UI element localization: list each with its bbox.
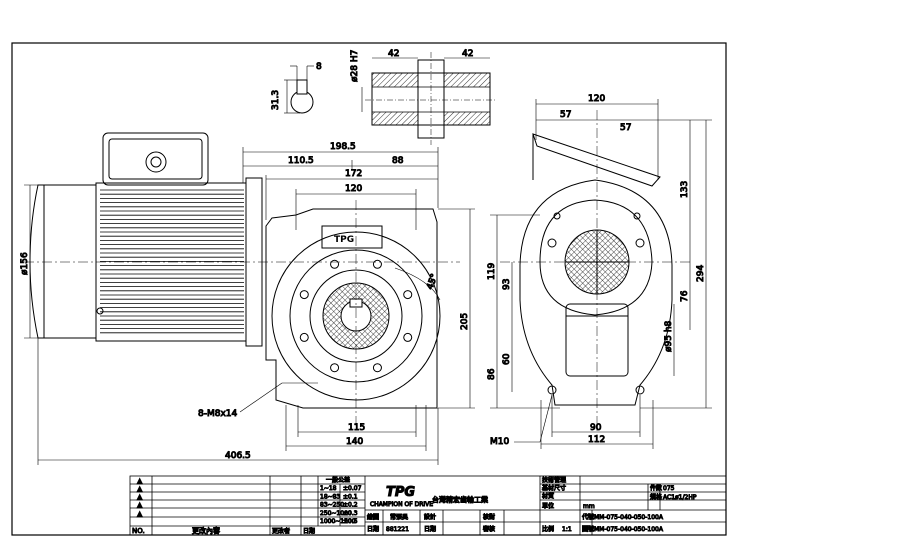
dim-140: 140 [346,437,363,447]
dim-156: ø156 [20,252,30,275]
tol-value: ±0.07 [343,485,362,492]
scale: 1:1 [562,526,572,533]
rev-symbol-1: ▲ [137,477,143,485]
material: 材質 [542,492,554,500]
dim-42-left: 42 [388,49,399,59]
row-date-label: 日期 [367,525,379,533]
spec-label: 規格 [650,493,662,501]
title-block [129,475,727,536]
dim-93: 93 [502,279,512,290]
rev-symbol-2: ▲ [137,485,143,493]
motor-fins [100,189,244,334]
dim-133: 133 [680,181,690,198]
row-date-val: 881221 [386,526,409,533]
flange-bolts [299,259,413,373]
tol-range: 1~18 [320,485,337,492]
tol-value: ±0.2 [343,502,358,509]
keyway-detail [284,65,314,114]
bolt-hole [299,290,309,300]
rev-col-content: 更改內容 [192,526,220,535]
gearbox-front: TPG [265,208,441,409]
bolt-hole [330,363,340,373]
dim-90: 90 [590,423,602,433]
row-designer-val: 常張吳 [390,513,408,521]
qty-label: 件數 [650,484,662,492]
svg-text:TPG: TPG [334,235,354,245]
code-label: 代號 [582,513,594,521]
dim-8-m8x14: 8-M8x14 [198,409,238,419]
rev-symbol-4: ▲ [137,501,143,509]
row-design: 設計 [424,513,436,521]
dim-198-5: 198.5 [330,142,356,152]
rev-symbol-3: ▲ [137,493,143,501]
dim-45deg: 45° [425,273,440,291]
dim-28h7: ø28 H7 [350,50,360,82]
tol-header: 一般公差 [326,476,350,484]
dim-57-right: 57 [620,123,631,133]
rev-col-no: NO. [132,527,145,535]
dimension-lines [24,99,712,465]
scale-label: 比例 [542,525,554,533]
dim-205: 205 [460,313,470,330]
dim-115: 115 [348,423,365,433]
bolt-hole [403,290,413,300]
tol-value: ±0.3 [343,510,358,517]
dim-112: 112 [588,435,605,445]
bolt-hole [403,332,413,342]
unit-label: 單位 [542,502,554,510]
dim-95h8: ø95 h8 [664,320,674,352]
tol-range: 1000~1500 [320,518,356,525]
bolt-hole [372,363,382,373]
dim-8: 8 [316,62,322,72]
center-lines [24,110,690,440]
dim-57-left: 57 [560,110,571,120]
spec: AC1ø1/2HP [663,494,697,501]
dim-406-5: 406.5 [225,451,251,461]
dim-42-right: 42 [462,49,473,59]
unit: mm [583,503,595,510]
material-size: 基材尺寸 [542,484,566,492]
row-designer: 繪圖 [367,513,379,521]
bolt-hole [299,332,309,342]
dim-86: 86 [487,368,497,380]
bolt-hole [372,259,382,269]
dim-294: 294 [696,265,706,282]
rev-col-signer: 更改者 [272,527,290,535]
drawing-mgmt: 技術管理 [542,476,566,484]
dim-119: 119 [487,263,497,280]
dim-110-5: 110.5 [288,156,314,166]
tol-value: ±0.5 [343,518,358,525]
drawing-no-label: 圖號 [582,525,594,533]
gearbox-side [519,133,673,406]
dim-60: 60 [502,353,512,365]
row-approve: 審核 [483,525,495,533]
hollow-shaft-section [361,52,496,145]
dim-m10: M10 [490,437,509,447]
drawing-no: MM-075-040-050-100A [594,526,664,533]
tol-range: 18~83 [320,493,340,500]
bolt-hole [330,259,340,269]
company-name: 台灣精宏齒輪工業 [432,495,488,504]
company-logo: TPG [386,485,415,500]
dim-76: 76 [680,290,690,302]
rev-symbol-5: ▲ [137,510,143,518]
qty: 075 [663,485,675,492]
dim-172: 172 [345,169,362,179]
tol-value: ±0.1 [343,493,358,500]
dim-88: 88 [392,156,404,166]
code: MM-075-040-050-100A [594,514,664,521]
rev-col-date: 日期 [303,527,315,535]
dim-120-top: 120 [588,94,605,104]
dim-31-3: 31.3 [271,90,281,110]
dim-120-front: 120 [345,184,362,194]
tol-range: 83~250 [320,502,344,509]
row-check: 核對 [483,513,495,521]
motor-body [29,132,263,347]
company-logo-sub: CHAMPION OF DRIVE [370,501,433,508]
tol-range: 250~1000 [320,510,352,517]
row-date2: 日期 [424,525,436,533]
